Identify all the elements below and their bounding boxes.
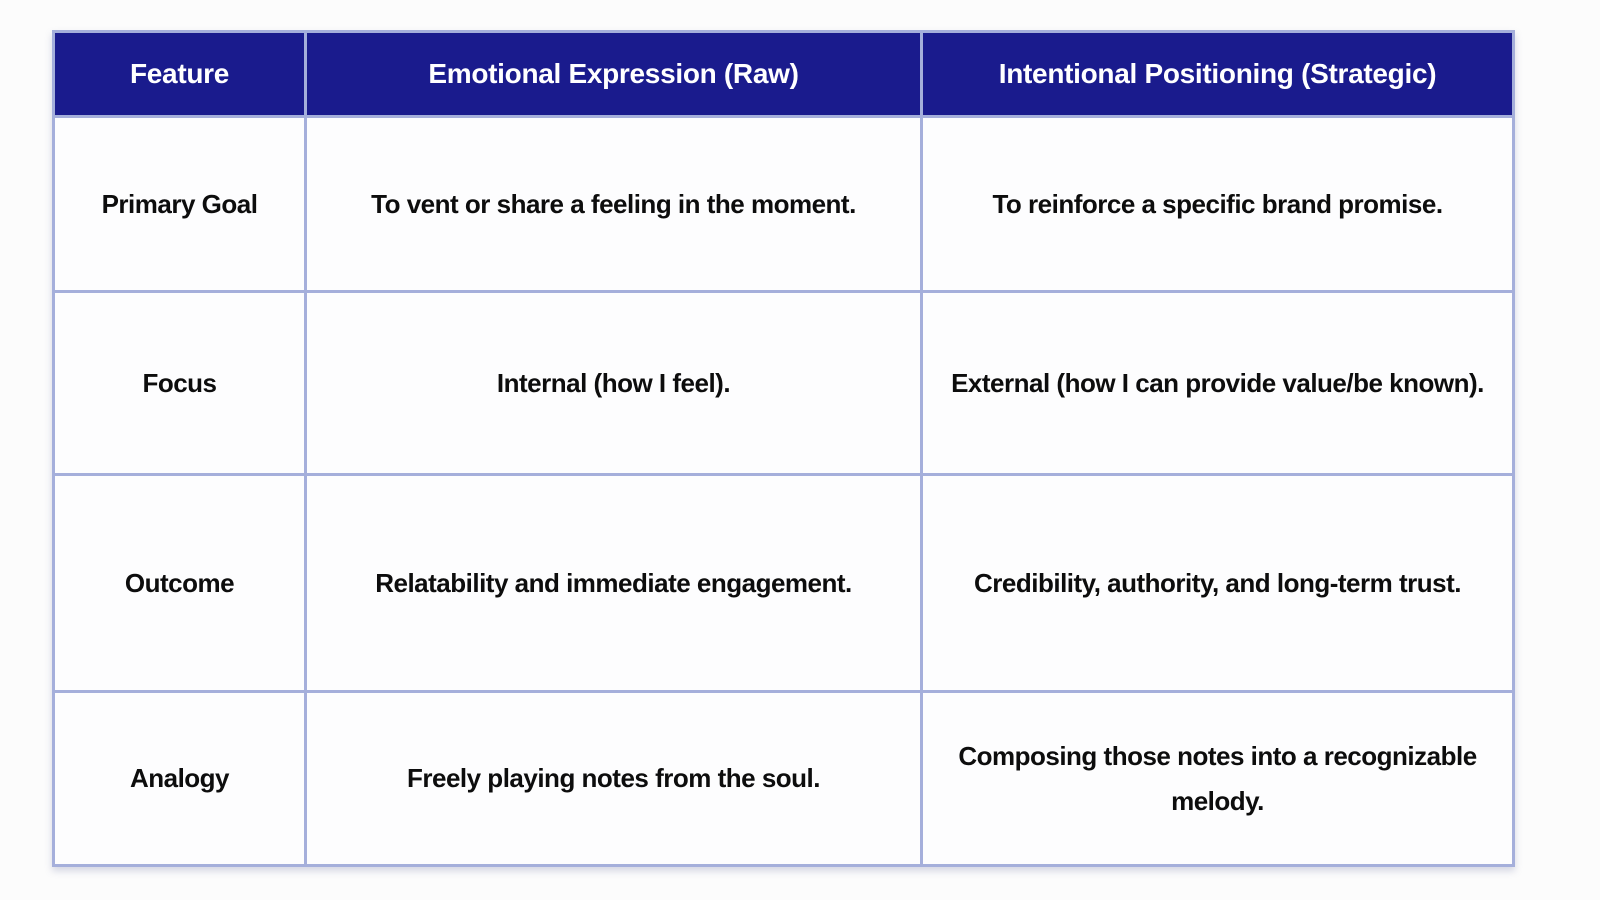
header-cell-feature: Feature bbox=[52, 30, 307, 118]
feature-cell: Analogy bbox=[52, 690, 307, 867]
strategic-cell: External (how I can provide value/be kno… bbox=[920, 290, 1515, 476]
strategic-cell: Composing those notes into a recognizabl… bbox=[920, 690, 1515, 867]
raw-cell: Relatability and immediate engagement. bbox=[304, 473, 923, 693]
raw-cell: To vent or share a feeling in the moment… bbox=[304, 115, 923, 293]
header-row: Feature Emotional Expression (Raw) Inten… bbox=[52, 30, 1515, 118]
strategic-cell: Credibility, authority, and long-term tr… bbox=[920, 473, 1515, 693]
table-row-focus: Focus Internal (how I feel). External (h… bbox=[52, 290, 1515, 476]
header-cell-intentional-positioning: Intentional Positioning (Strategic) bbox=[920, 30, 1515, 118]
feature-cell: Focus bbox=[52, 290, 307, 476]
raw-cell: Internal (how I feel). bbox=[304, 290, 923, 476]
table-row-primary-goal: Primary Goal To vent or share a feeling … bbox=[52, 115, 1515, 293]
raw-cell: Freely playing notes from the soul. bbox=[304, 690, 923, 867]
table-row-outcome: Outcome Relatability and immediate engag… bbox=[52, 473, 1515, 693]
feature-cell: Outcome bbox=[52, 473, 307, 693]
header-cell-emotional-expression: Emotional Expression (Raw) bbox=[304, 30, 923, 118]
table-row-analogy: Analogy Freely playing notes from the so… bbox=[52, 690, 1515, 867]
feature-cell: Primary Goal bbox=[52, 115, 307, 293]
comparison-table: Feature Emotional Expression (Raw) Inten… bbox=[52, 30, 1515, 867]
strategic-cell: To reinforce a specific brand promise. bbox=[920, 115, 1515, 293]
